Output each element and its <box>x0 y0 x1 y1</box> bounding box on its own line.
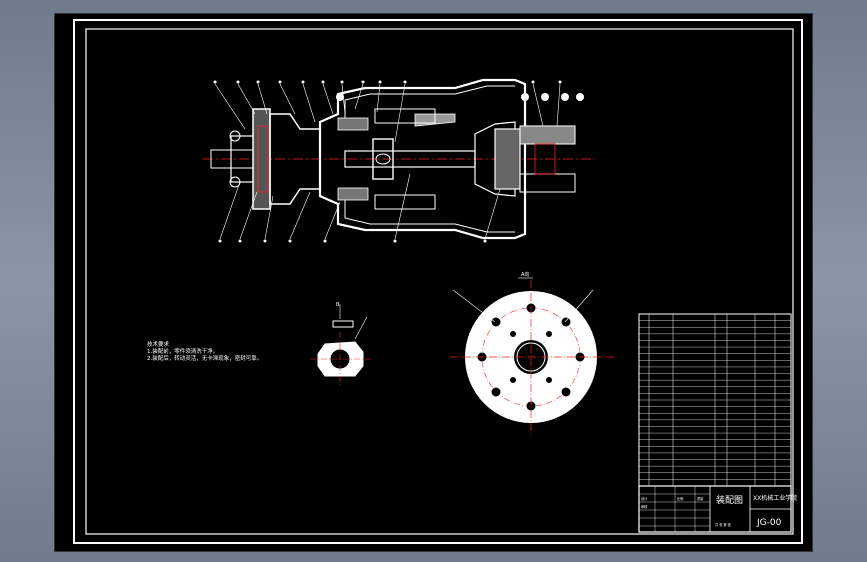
upper-wall-hatch <box>337 117 369 131</box>
flange-view-a: A向 <box>450 271 615 434</box>
rod-center-mark <box>375 153 391 165</box>
top-bolt-1 <box>336 93 344 101</box>
leader-balloon <box>236 80 240 84</box>
flange-body <box>252 108 271 210</box>
main-section-view <box>203 78 595 240</box>
weight-label: 重量 <box>697 496 704 501</box>
right-coupling <box>534 143 556 175</box>
sheet-count-label: 共 张 第 张 <box>715 522 732 527</box>
bill-of-materials <box>638 313 792 487</box>
detail-view-b: B <box>310 302 373 386</box>
cad-viewport[interactable]: B A向 <box>54 13 813 552</box>
leader-balloon <box>403 80 407 84</box>
leader-balloon <box>256 80 260 84</box>
drawing-title: 装配图 <box>716 494 743 506</box>
leader-balloon <box>361 80 365 84</box>
title-block: 装配图 XX机械工业学院 JG-00 设计 审核 比例 重量 共 张 第 张 <box>638 485 797 533</box>
inner-frame <box>85 28 794 535</box>
right-shaft-lower <box>519 173 576 193</box>
note-1: 1.装配前，零件须清洗干净。 <box>147 347 218 355</box>
housing-outline <box>318 78 527 240</box>
top-bolt-2 <box>521 93 529 101</box>
leader-balloon <box>531 80 535 84</box>
company-name: XX机械工业学院 <box>753 494 797 502</box>
lower-wall-hatch <box>337 187 369 201</box>
leader-balloon <box>483 239 487 243</box>
leader-balloon <box>321 80 325 84</box>
note-2: 2.装配后，转动灵活，无卡滞现象，密封可靠。 <box>147 354 262 362</box>
housing-lower-wall <box>344 192 515 233</box>
leader-balloon <box>340 80 344 84</box>
right-shaft <box>519 125 576 145</box>
assembly-drawing: B A向 <box>73 19 803 544</box>
lower-sleeve <box>374 194 436 210</box>
piston <box>372 138 394 180</box>
leader-balloon <box>301 80 305 84</box>
top-bolt-3 <box>541 93 549 101</box>
flange-inner-red <box>257 125 269 193</box>
hub-bolt-upper <box>229 130 241 142</box>
housing-upper-wall <box>344 85 515 126</box>
detail-key <box>332 320 354 328</box>
detail-view-label: B <box>336 302 340 308</box>
top-bolt-5 <box>576 93 584 101</box>
scale-label: 比例 <box>677 496 683 501</box>
flange-view-label: A向 <box>521 271 529 278</box>
technical-notes: 技术要求 1.装配前，零件须清洗干净。 2.装配后，转动灵活，无卡滞现象，密封可… <box>147 340 262 362</box>
upper-sleeve <box>374 108 436 124</box>
leader-balloon <box>378 80 382 84</box>
leader-balloon <box>238 239 242 243</box>
drawing-number: JG-00 <box>756 518 782 528</box>
leader-balloon <box>278 80 282 84</box>
leader-lines <box>214 83 561 240</box>
leader-balloon <box>213 80 217 84</box>
leader-balloon <box>393 239 397 243</box>
leader-balloon <box>288 239 292 243</box>
leader-balloon <box>558 80 562 84</box>
checker-label: 审核 <box>641 504 648 509</box>
right-block <box>494 128 521 190</box>
leader-balloon <box>323 239 327 243</box>
leader-balloon <box>263 239 267 243</box>
notes-title: 技术要求 <box>147 340 170 348</box>
designer-label: 设计 <box>641 496 648 501</box>
outer-frame <box>73 19 803 544</box>
leader-balloon <box>218 239 222 243</box>
bell-housing <box>474 121 516 197</box>
top-bolt-4 <box>561 93 569 101</box>
